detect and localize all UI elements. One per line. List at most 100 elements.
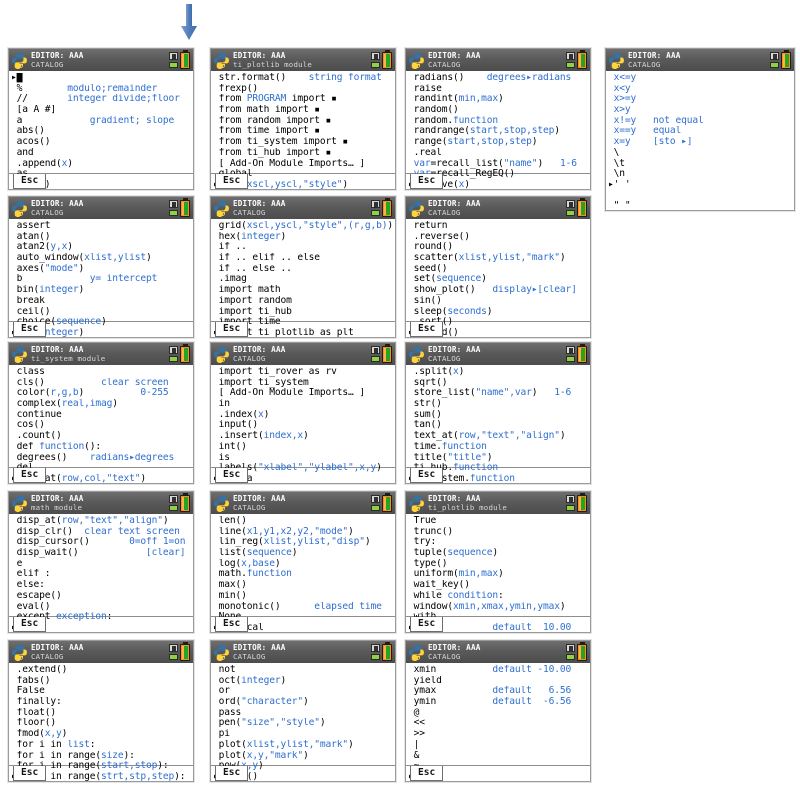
catalog-item[interactable]: escape() [9,591,193,602]
catalog-list[interactable]: class cls() clear screen color(r,g,b) 0-… [9,365,193,483]
catalog-item[interactable]: @ [406,708,590,719]
catalog-item[interactable]: import math [211,285,395,296]
catalog-item[interactable]: x>y [606,105,794,116]
catalog-item[interactable]: else: [9,580,193,591]
catalog-item[interactable]: in [211,399,395,410]
catalog-item[interactable]: ord("character") [211,697,395,708]
catalog-item[interactable]: // integer divide;floor [9,94,193,105]
catalog-item[interactable]: finally: [9,697,193,708]
catalog-item[interactable]: import ti_system [211,378,395,389]
catalog-item[interactable]: pen("size","style") [211,718,395,729]
catalog-item[interactable]: from ti_system import ▪ [211,137,395,148]
catalog-item[interactable]: random() [406,105,590,116]
catalog-item[interactable]: bin(integer) [9,285,193,296]
catalog-item[interactable]: yield [406,676,590,687]
catalog-item[interactable]: ▸' ' [606,180,794,191]
catalog-item[interactable]: if .. [211,242,395,253]
catalog-list[interactable]: assert atan() atan2(y,x) auto_window(xli… [9,219,193,337]
esc-button[interactable]: Esc [13,174,47,189]
catalog-item[interactable]: acos() [9,137,193,148]
catalog-item[interactable]: cls() clear screen [9,378,193,389]
catalog-item[interactable]: break [9,296,193,307]
catalog-item[interactable]: raise [406,84,590,95]
catalog-item[interactable]: [ Add-On Module Imports… ] [211,159,395,170]
catalog-item[interactable]: ymax default 6.56 [406,686,590,697]
esc-button[interactable]: Esc [13,766,47,781]
catalog-item[interactable]: ymin default -6.56 [406,697,590,708]
catalog-item[interactable]: x==y equal [606,126,794,137]
esc-button[interactable]: Esc [13,617,47,632]
catalog-item[interactable]: x<=y [606,73,794,84]
catalog-item[interactable]: return [406,221,590,232]
catalog-item[interactable]: sleep(seconds) [406,307,590,318]
catalog-item[interactable]: \n [606,169,794,180]
catalog-item[interactable]: for i in list: [9,740,193,751]
esc-button[interactable]: Esc [215,617,249,632]
esc-button[interactable]: Esc [13,468,47,483]
catalog-item[interactable]: random.function [406,116,590,127]
catalog-item[interactable]: auto_window(xlist,ylist) [9,253,193,264]
catalog-item[interactable]: .append(x) [9,159,193,170]
catalog-item[interactable]: or [211,686,395,697]
catalog-item[interactable]: a gradient; slope [9,116,193,127]
catalog-item[interactable]: x>=y [606,94,794,105]
catalog-item[interactable]: complex(real,imag) [9,399,193,410]
catalog-item[interactable]: atan() [9,232,193,243]
catalog-item[interactable]: list(sequence) [211,548,395,559]
esc-button[interactable]: Esc [410,617,444,632]
catalog-item[interactable]: tuple(sequence) [406,548,590,559]
esc-button[interactable]: Esc [410,766,444,781]
catalog-item[interactable]: sqrt() [406,378,590,389]
catalog-item[interactable]: plot(xlist,ylist,"mark") [211,740,395,751]
catalog-item[interactable]: monotonic() elapsed time [211,602,395,613]
catalog-item[interactable]: ▸█ [9,73,193,84]
catalog-item[interactable]: text_at(row,"text","align") [406,431,590,442]
catalog-item[interactable]: x=y [sto ▸] [606,137,794,148]
catalog-item[interactable]: max() [211,580,395,591]
catalog-item[interactable]: is [211,453,395,464]
catalog-item[interactable]: " " [606,201,794,210]
catalog-item[interactable]: class [9,367,193,378]
catalog-list[interactable]: disp_at(row,"text","align") disp_clr() c… [9,514,193,632]
catalog-item[interactable]: range(start,stop,step) [406,137,590,148]
catalog-list[interactable]: not oct(integer) or ord("character") pas… [211,663,395,781]
catalog-item[interactable]: .insert(index,x) [211,431,395,442]
catalog-item[interactable]: disp_clr() clear text screen [9,527,193,538]
catalog-item[interactable]: .index(x) [211,410,395,421]
catalog-item[interactable]: .reverse() [406,232,590,243]
catalog-item[interactable]: cos() [9,420,193,431]
catalog-item[interactable]: trunc() [406,527,590,538]
catalog-item[interactable]: show_plot() display▸[clear] [406,285,590,296]
catalog-item[interactable]: fabs() [9,676,193,687]
catalog-item[interactable]: str() [406,399,590,410]
catalog-item[interactable]: atan2(y,x) [9,242,193,253]
catalog-item[interactable]: disp_at(row,"text","align") [9,516,193,527]
catalog-list[interactable]: radians() degrees▸radians raise randint(… [406,71,590,189]
catalog-item[interactable]: axes("mode") [9,264,193,275]
catalog-item[interactable]: | [406,740,590,751]
esc-button[interactable]: Esc [13,322,47,337]
catalog-list[interactable]: len() line(x1,y1,x2,y2,"mode") lin_reg(x… [211,514,395,632]
esc-button[interactable]: Esc [215,468,249,483]
catalog-item[interactable]: import random [211,296,395,307]
catalog-item[interactable]: for i in range(size): [9,751,193,762]
catalog-item[interactable]: len() [211,516,395,527]
catalog-item[interactable]: frexp() [211,84,395,95]
catalog-item[interactable]: e [9,559,193,570]
catalog-item[interactable]: time.function [406,442,590,453]
catalog-item[interactable]: math.function [211,569,395,580]
catalog-item[interactable]: def function(): [9,442,193,453]
catalog-item[interactable]: x<y [606,84,794,95]
catalog-item[interactable]: pass [211,708,395,719]
catalog-item[interactable]: not [211,665,395,676]
